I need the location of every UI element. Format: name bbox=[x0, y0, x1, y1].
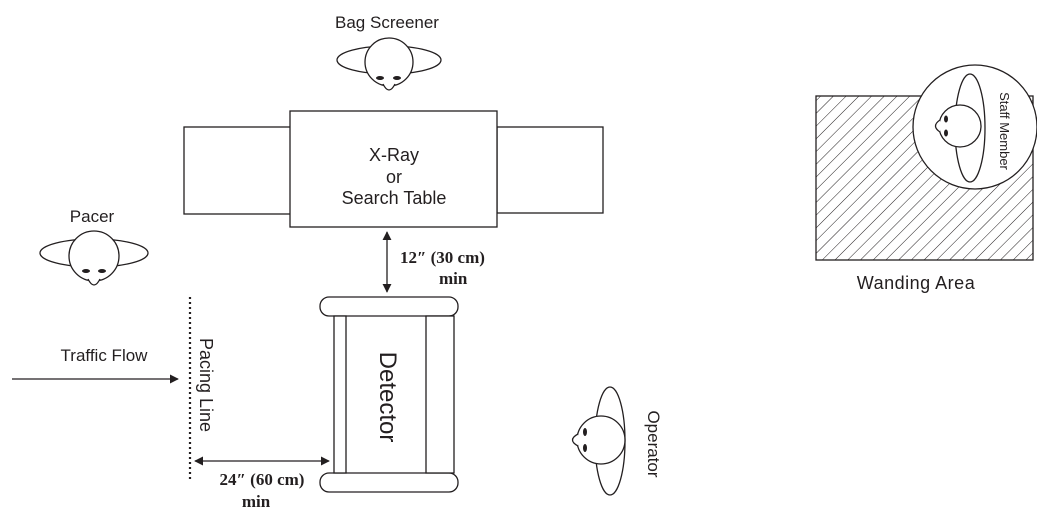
operator-figure bbox=[571, 386, 626, 496]
xray-table bbox=[183, 110, 604, 228]
pacer-label: Pacer bbox=[70, 207, 115, 226]
gap-xray-detector-label-line1: 12″ (30 cm) bbox=[400, 248, 485, 267]
gap-pacing-detector-label-line2: min bbox=[242, 492, 271, 511]
traffic-flow-label: Traffic Flow bbox=[61, 346, 149, 365]
detector-label: Detector bbox=[374, 352, 401, 443]
metal-detector bbox=[319, 296, 459, 493]
bag-screener-label: Bag Screener bbox=[335, 13, 439, 32]
gap-xray-detector-label-line2: min bbox=[439, 269, 468, 288]
xray-label-line2: or bbox=[386, 167, 402, 187]
gap-pacing-detector-label-line1: 24″ (60 cm) bbox=[220, 470, 305, 489]
pacer-figure bbox=[39, 230, 149, 286]
operator-label: Operator bbox=[644, 410, 663, 477]
pacing-line-label: Pacing Line bbox=[196, 338, 216, 432]
xray-label-line3: Search Table bbox=[342, 188, 447, 208]
staff-member-label: Staff Member bbox=[997, 92, 1012, 170]
bag-screener-figure bbox=[336, 37, 442, 91]
xray-label-line1: X-Ray bbox=[369, 145, 419, 165]
wanding-area-label: Wanding Area bbox=[857, 273, 976, 293]
staff-member-figure bbox=[912, 64, 1037, 190]
